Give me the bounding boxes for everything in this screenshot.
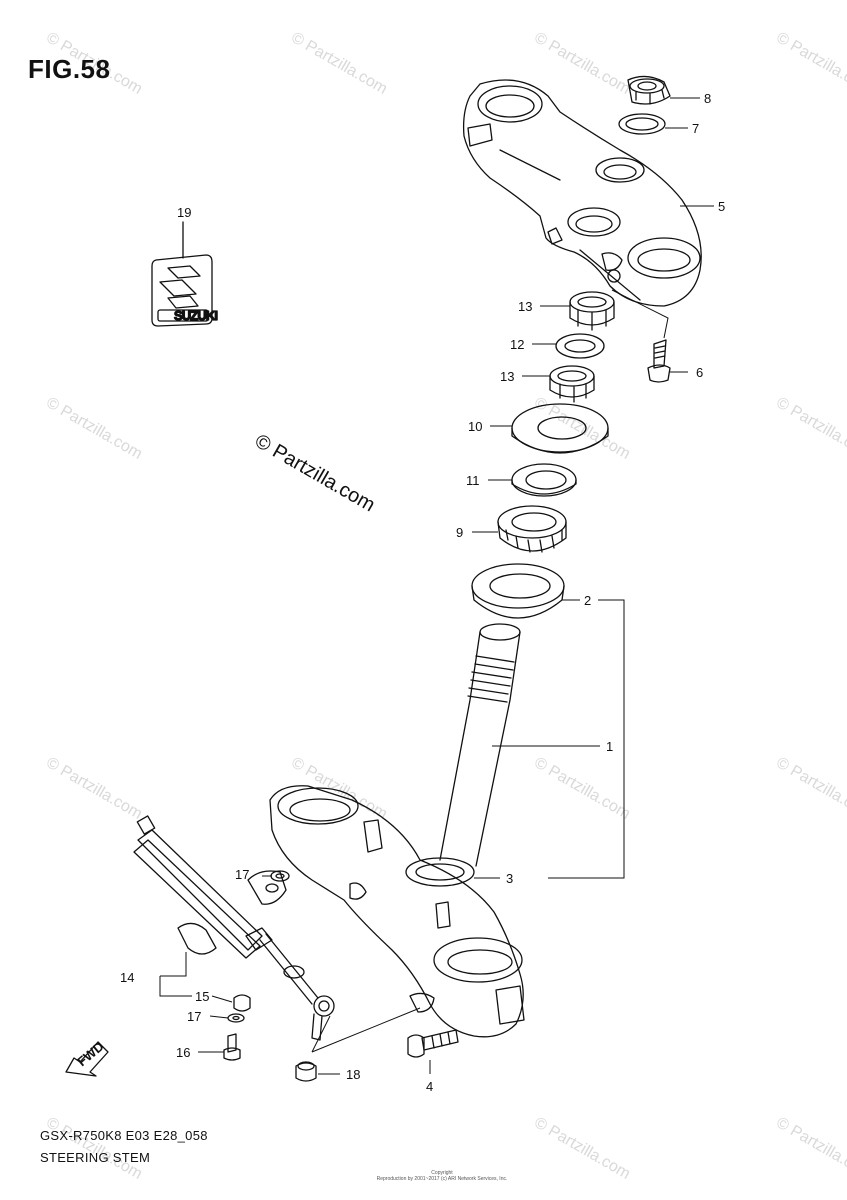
nut-part-18 [295,1061,317,1082]
lock-nut-part-13-upper [569,291,615,331]
callout-11: 11 [466,473,480,488]
callout-14: 14 [120,970,134,985]
model-code: GSX-R750K8 E03 E28_058 [40,1128,208,1143]
callout-17-lower: 17 [187,1009,201,1024]
callout-6: 6 [696,365,703,380]
bolt-part-6 [647,339,671,383]
callout-18: 18 [346,1067,360,1082]
bearing-part-9 [497,505,567,553]
callout-15: 15 [195,989,209,1004]
callout-4: 4 [426,1079,433,1094]
callout-12: 12 [510,337,524,352]
steering-stem-part-1 [439,623,521,867]
figure-title: FIG.58 [28,54,111,84]
copyright-notice: Copyright Reproduction by 2001~2017 (c) … [367,1170,517,1182]
dust-seal-part-10 [511,403,609,454]
callout-13-lower: 13 [500,369,514,384]
lower-bracket [269,785,525,1038]
callout-5: 5 [718,199,725,214]
callout-10: 10 [468,419,482,434]
washer-part-7 [618,113,666,135]
callout-3: 3 [506,871,513,886]
bolt-part-16 [223,1033,241,1061]
forward-arrow-icon [65,1041,109,1077]
callout-13-upper: 13 [518,299,532,314]
callout-17-upper: 17 [235,867,249,882]
callout-16: 16 [176,1045,190,1060]
lock-nut-part-13-lower [549,365,595,403]
copyright-line: Copyright [431,1170,453,1176]
leader-lines [159,97,714,1075]
steering-damper-part-14 [133,815,335,1041]
callout-8: 8 [704,91,711,106]
washer-part-11 [511,463,577,497]
bearing-race-part-2 [471,563,565,619]
nut-part-15 [233,994,251,1012]
emblem-logo-text: SUZUKI [174,308,218,323]
callout-1: 1 [606,739,613,754]
callout-labels: 19 8 7 5 13 12 6 13 10 11 9 2 1 3 17 14 … [120,91,725,1094]
washer-part-17-lower [227,1013,245,1023]
stem-nut-part-8 [627,75,671,105]
callout-19: 19 [177,205,191,220]
copyright-line: Reproduction by 2001~2017 (c) ARI Networ… [376,1176,508,1182]
bolt-part-4 [407,1029,459,1058]
bearing-seat-part-3 [405,857,475,887]
emblem-part-19 [151,254,213,327]
section-name: STEERING STEM [40,1150,151,1165]
callout-2: 2 [584,593,591,608]
callout-7: 7 [692,121,699,136]
washer-part-12 [555,333,605,359]
upper-bracket-part-5 [462,79,702,307]
callout-9: 9 [456,525,463,540]
